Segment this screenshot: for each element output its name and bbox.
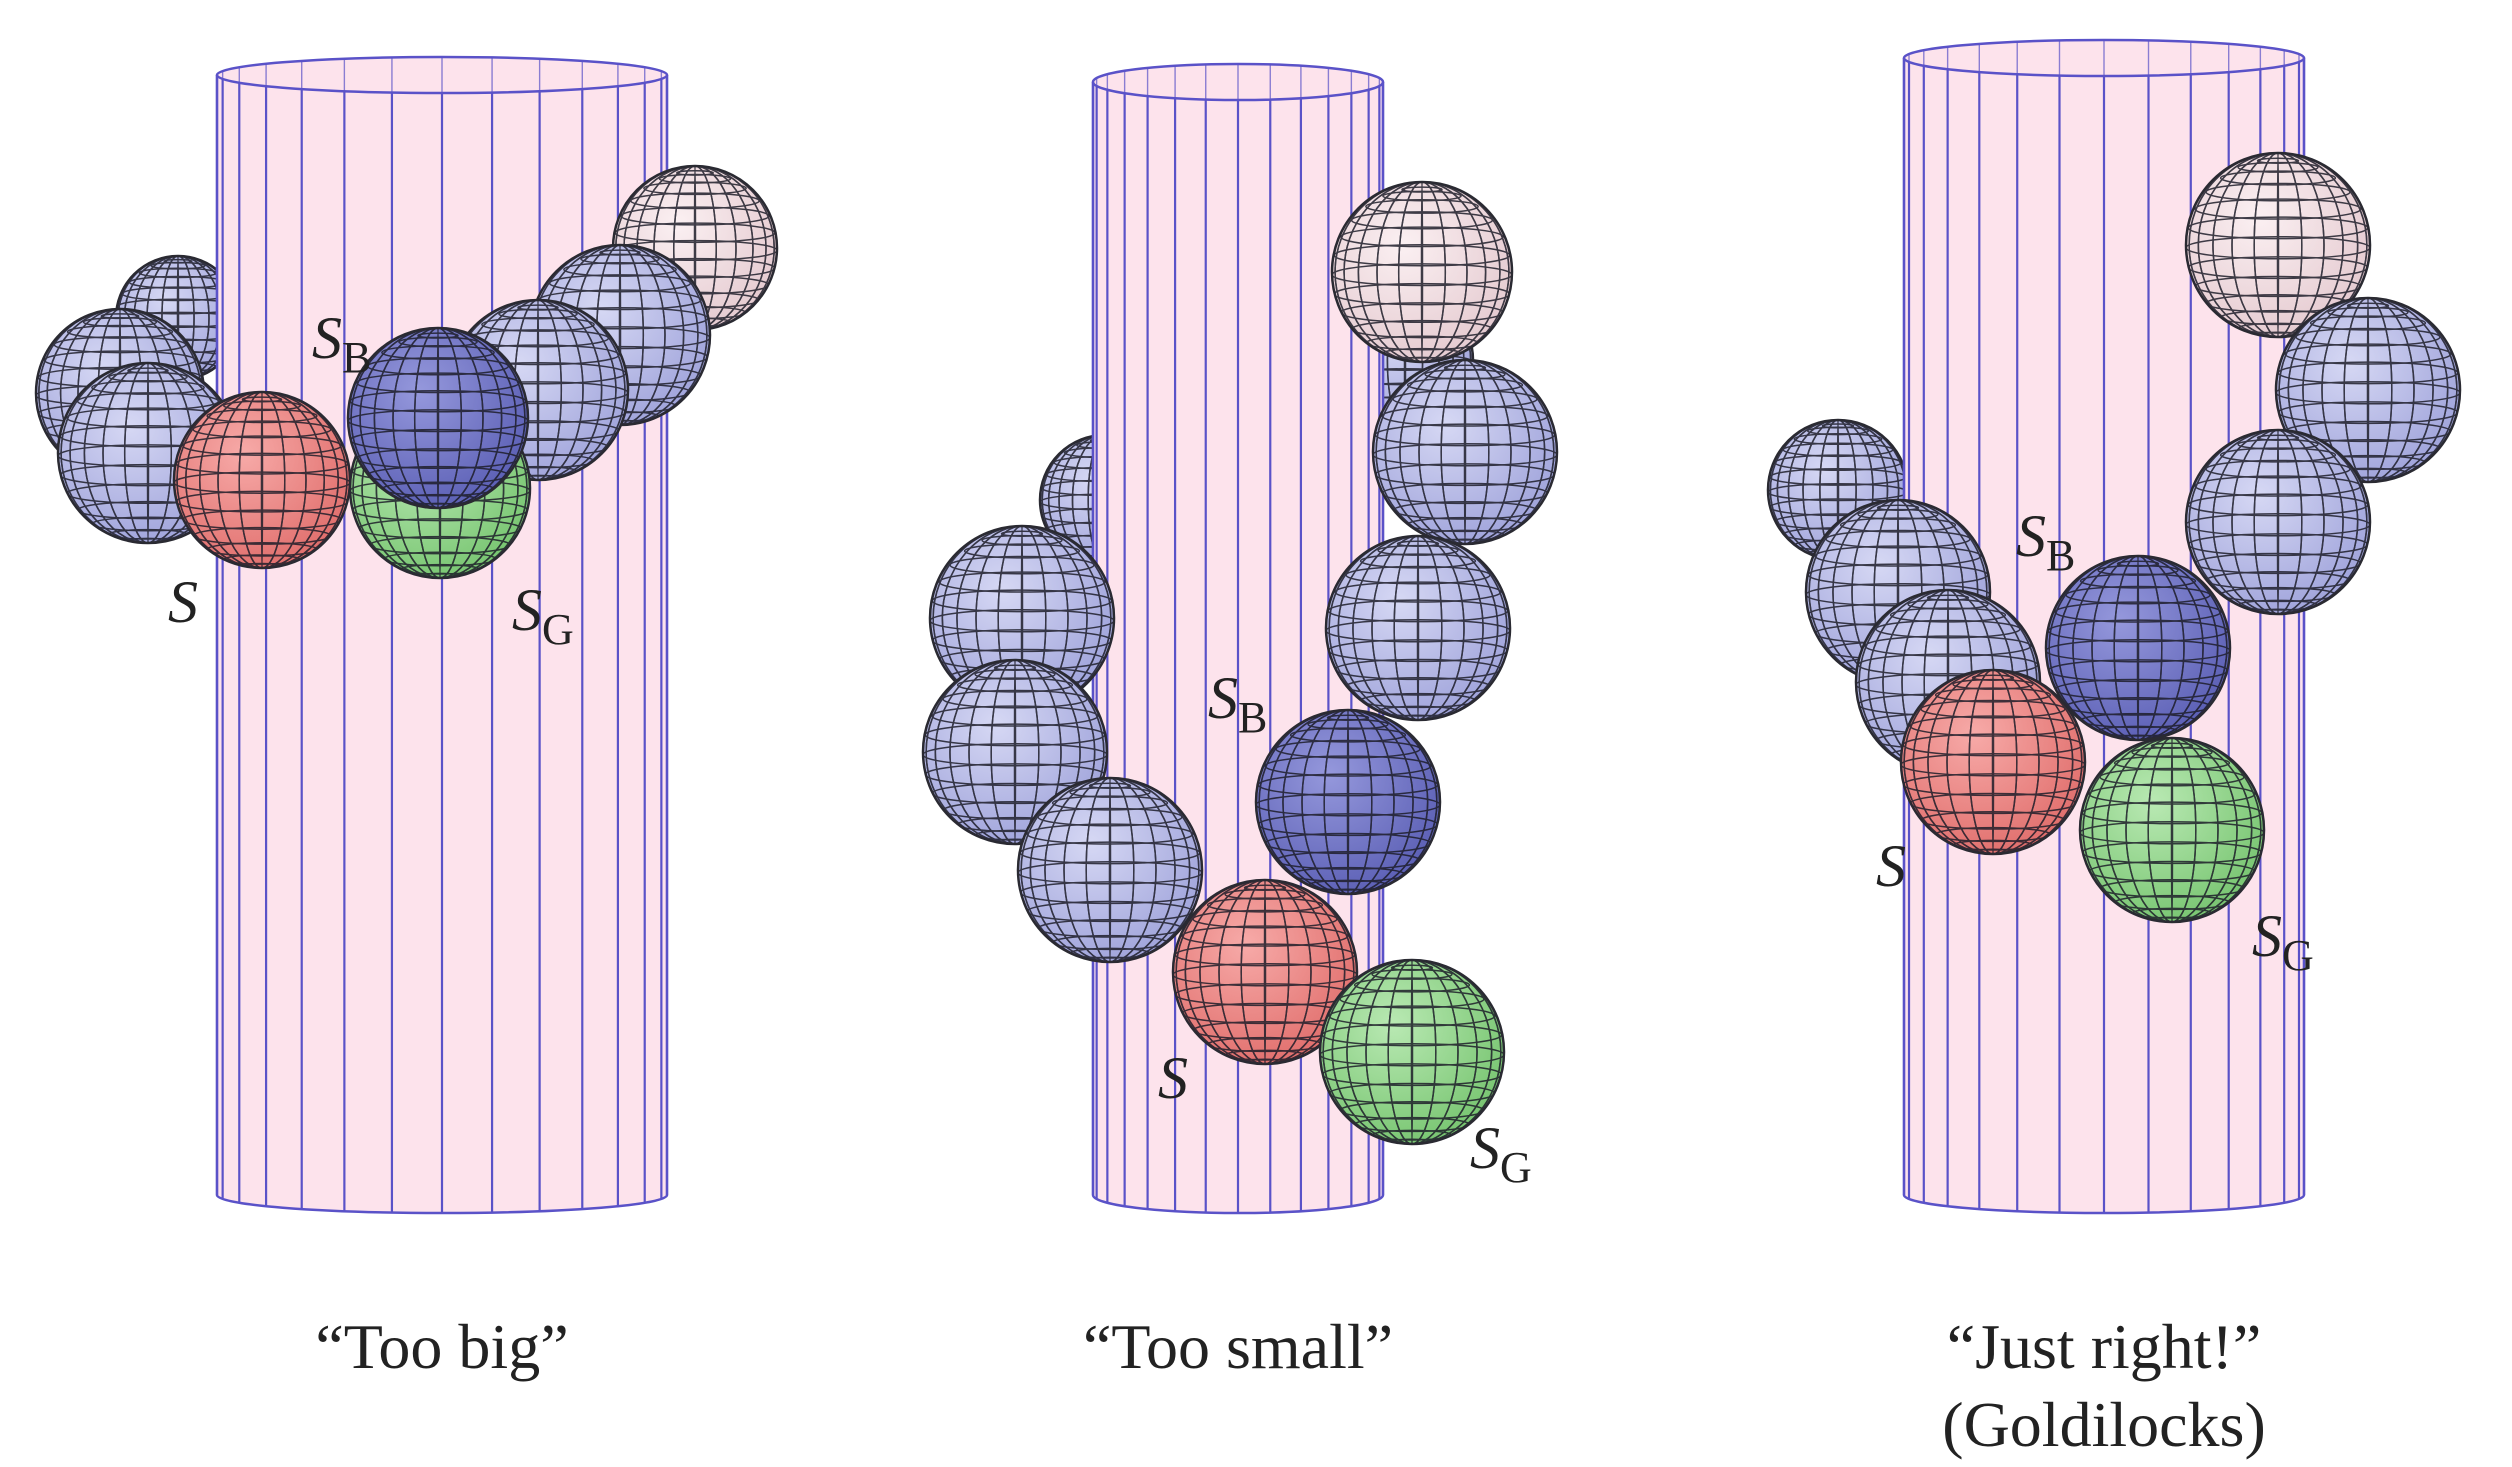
sphere-sg <box>2078 736 2266 924</box>
caption-line-1: “Too big” <box>315 1311 568 1382</box>
helix-sphere-end <box>1330 180 1514 364</box>
label-s: S <box>1876 833 1906 899</box>
sphere-s <box>1899 668 2087 856</box>
helix-sphere <box>2184 428 2372 616</box>
helix-sphere-end <box>2184 151 2372 339</box>
sphere-sg <box>1318 958 1506 1146</box>
helix-sphere <box>1371 358 1559 546</box>
label-sb: SB <box>2016 503 2075 580</box>
label-sg: SG <box>1470 1115 1532 1192</box>
caption-line-1: “Just right!” <box>1947 1311 2262 1382</box>
helix-sphere <box>1016 776 1204 964</box>
label-sg: SG <box>2252 903 2314 980</box>
sphere-sb <box>2044 554 2232 742</box>
label-s: S <box>1158 1045 1188 1111</box>
cylinder-base-edge <box>215 1194 669 1215</box>
label-sb: SB <box>1208 665 1267 742</box>
panel-just-right: S SB SG “Just right!” (Goldilocks) <box>1766 38 2462 1460</box>
helix-sphere <box>1324 534 1512 722</box>
caption-line-1: “Too small” <box>1083 1311 1393 1382</box>
cylinder-base-edge <box>1091 1194 1385 1215</box>
label-sg: SG <box>512 577 574 654</box>
label-sb: SB <box>312 305 371 382</box>
helix-sphere <box>2274 296 2462 484</box>
panel-too-big: S SB SG “Too big” <box>34 55 779 1382</box>
panel-too-small: S SB SG “Too small” <box>921 62 1559 1382</box>
caption-line-2: (Goldilocks) <box>1942 1389 2266 1460</box>
label-s: S <box>168 569 198 635</box>
cylinder <box>215 55 669 1215</box>
helix-spheres-front <box>921 180 1559 1146</box>
helix-sphere <box>928 524 1116 712</box>
helix-spheres-front <box>1804 151 2462 924</box>
sphere-sb <box>346 326 530 510</box>
sphere-sb <box>1254 708 1442 896</box>
sphere-s <box>172 390 352 570</box>
cylinder-base-edge <box>1902 1194 2306 1215</box>
helix-spheres-front <box>34 164 779 580</box>
